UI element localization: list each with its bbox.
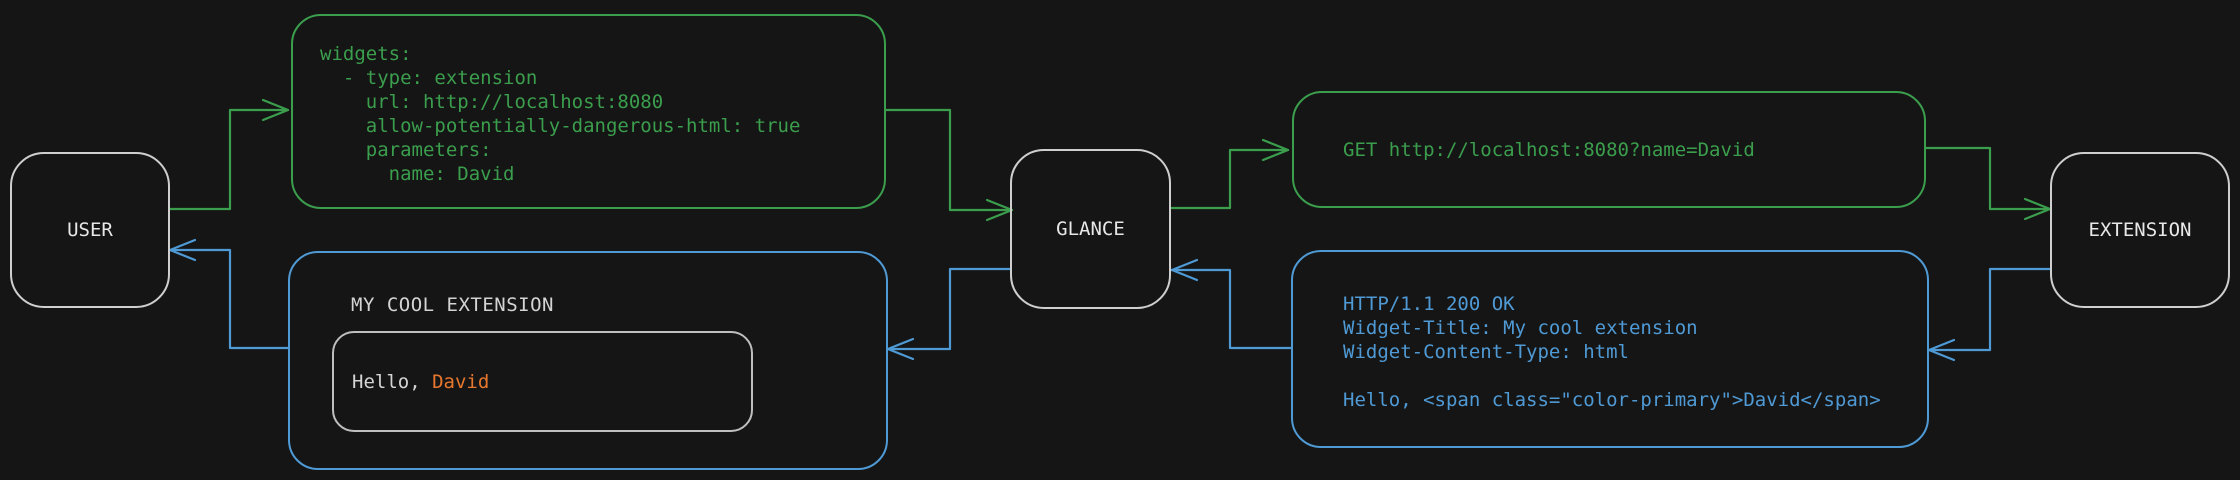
- widget-preview-box: MY COOL EXTENSION Hello, David: [288, 251, 888, 470]
- request-flow-arrows: [168, 98, 2052, 222]
- greeting-name-text: David: [432, 370, 490, 393]
- node-extension: EXTENSION: [2050, 152, 2230, 308]
- widget-greeting-box: Hello, David: [332, 331, 753, 432]
- config-yaml-box: widgets: - type: extension url: http://l…: [291, 14, 886, 209]
- arrow-user-to-config: [168, 108, 290, 211]
- arrowhead-response-to-glance-icon: [1170, 258, 1199, 282]
- arrow-glance-to-widget: [886, 267, 1012, 351]
- http-response-box: HTTP/1.1 200 OK Widget-Title: My cool ex…: [1291, 250, 1929, 448]
- config-yaml-code: widgets: - type: extension url: http://l…: [320, 43, 801, 185]
- node-user-label: USER: [67, 219, 113, 241]
- arrow-request-to-extension: [1924, 146, 2052, 211]
- arrow-config-to-glance: [884, 108, 1014, 212]
- arrowhead-widget-to-user-icon: [168, 238, 197, 262]
- node-user: USER: [10, 152, 170, 308]
- http-request-box: GET http://localhost:8080?name=David: [1292, 91, 1926, 208]
- arrowhead-user-to-config-icon: [261, 98, 290, 122]
- arrowhead-extension-to-response-icon: [1927, 338, 1956, 362]
- greeting-prefix-text: Hello,: [352, 370, 433, 393]
- arrow-response-to-glance: [1169, 268, 1293, 350]
- http-request-code: GET http://localhost:8080?name=David: [1343, 138, 1755, 161]
- arrow-widget-to-user: [168, 248, 290, 350]
- arrowhead-glance-to-widget-icon: [886, 337, 915, 361]
- arrow-extension-to-response: [1927, 267, 2052, 352]
- node-glance: GLANCE: [1010, 149, 1171, 309]
- arrowhead-config-to-glance-icon: [985, 198, 1014, 222]
- widget-preview-title: MY COOL EXTENSION: [351, 294, 554, 316]
- response-flow-arrows: [168, 238, 2052, 362]
- arrowhead-glance-to-request-icon: [1261, 138, 1290, 162]
- arrow-glance-to-request: [1169, 148, 1290, 210]
- node-glance-label: GLANCE: [1056, 218, 1125, 240]
- node-extension-label: EXTENSION: [2088, 219, 2192, 241]
- http-response-code: HTTP/1.1 200 OK Widget-Title: My cool ex…: [1343, 293, 1881, 411]
